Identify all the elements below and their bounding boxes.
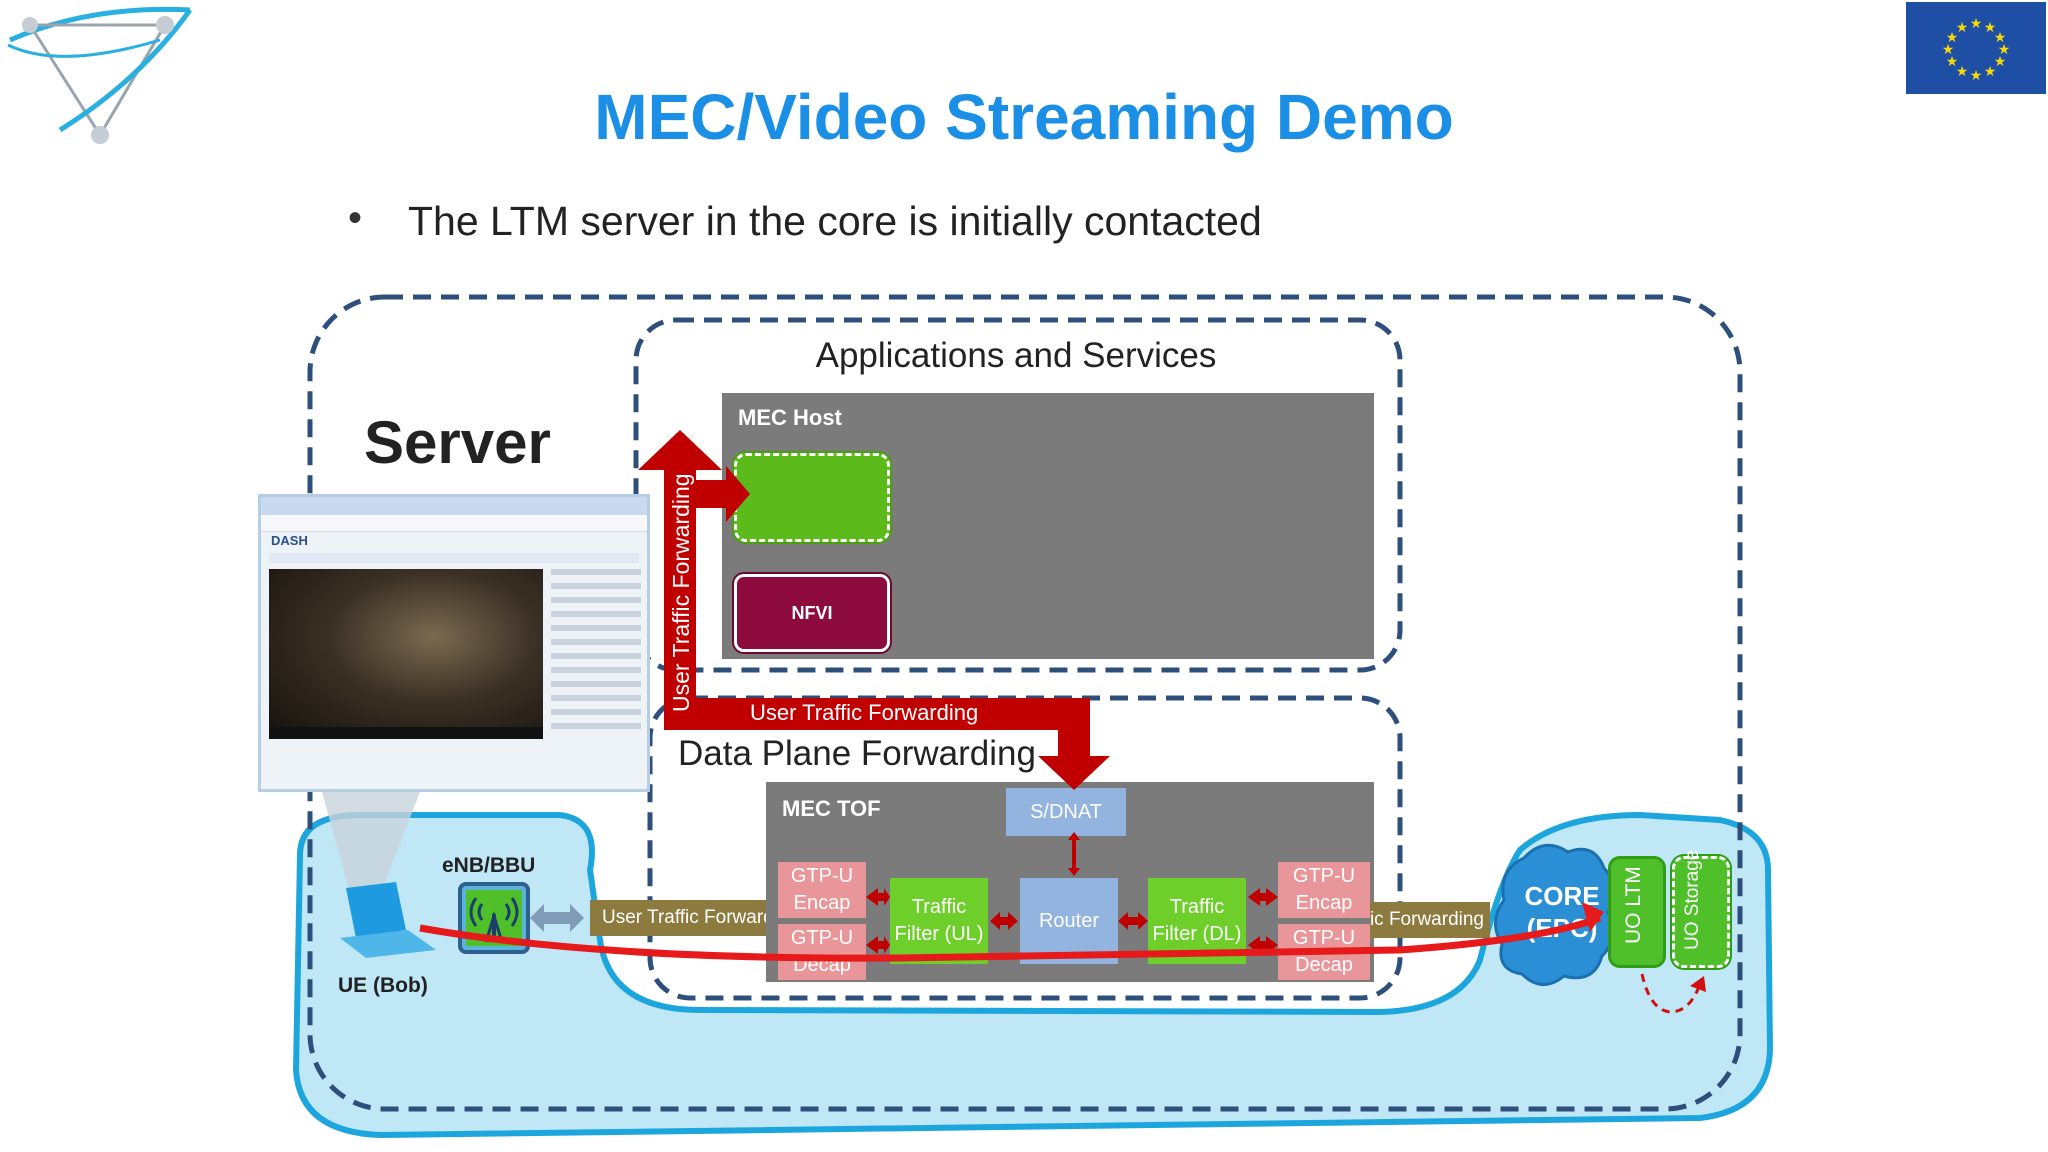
laptop-icon bbox=[340, 882, 436, 958]
mec-tof-title: MEC TOF bbox=[782, 796, 881, 821]
svg-text:★: ★ bbox=[1994, 54, 2007, 70]
cloud-icon bbox=[1494, 843, 1616, 986]
gtpu-encap-ul-box: GTP-U Encap bbox=[778, 862, 866, 918]
uo-ltm-box bbox=[1608, 856, 1666, 968]
gtpu-encap-dl-box: GTP-U Encap bbox=[1278, 862, 1370, 918]
arrow-to-app bbox=[696, 466, 750, 522]
user-traffic-right-pill: User Traffic Forwarding bbox=[1370, 902, 1490, 938]
horizontal-forwarding-label: User Traffic Forwarding bbox=[750, 700, 979, 725]
projection-beam bbox=[322, 792, 420, 900]
bullet-marker: • bbox=[348, 196, 363, 240]
traffic-filter-ul-box: Traffic Filter (UL) bbox=[890, 878, 988, 964]
horizontal-forwarding-bar bbox=[664, 698, 1090, 730]
project-logo-icon bbox=[7, 6, 193, 144]
mec-host-title: MEC Host bbox=[738, 405, 842, 430]
user-traffic-left-pill: User Traffic Forwarding bbox=[590, 900, 766, 936]
eu-flag-icon: ★★★ ★★★ ★★★ ★★★ bbox=[1906, 2, 2046, 94]
ltm-storage-redirect bbox=[1640, 973, 1702, 1014]
dash-logo: DASH bbox=[271, 533, 308, 548]
svg-text:★: ★ bbox=[1946, 54, 1959, 70]
ue-to-core-arrow bbox=[419, 914, 1602, 962]
sdnat-box: S/DNAT bbox=[1006, 788, 1126, 836]
router-box: Router bbox=[1020, 878, 1118, 964]
bidirectional-arrow-icon bbox=[530, 904, 584, 932]
data-plane-label: Data Plane Forwarding bbox=[678, 734, 1036, 773]
uo-storage-box bbox=[1672, 856, 1730, 968]
down-arrow-to-sdnat bbox=[1038, 730, 1110, 790]
server-label: Server bbox=[364, 409, 551, 476]
mec-application-box bbox=[734, 453, 890, 542]
bullet-text: The LTM server in the core is initially … bbox=[408, 198, 1262, 244]
data-plane-boundary bbox=[647, 695, 1403, 1001]
video-player-screenshot: DASH bbox=[258, 494, 650, 792]
nfvi-box: NFVI bbox=[734, 574, 890, 652]
apps-label: Applications and Services bbox=[815, 336, 1217, 375]
ue-label: UE (Bob) bbox=[338, 974, 428, 997]
svg-text:★: ★ bbox=[1994, 30, 2007, 46]
svg-text:★: ★ bbox=[1998, 42, 2011, 58]
video-frame bbox=[269, 569, 543, 739]
vertical-forwarding-arrow bbox=[638, 430, 722, 730]
svg-text:★: ★ bbox=[1984, 64, 1997, 80]
svg-text:★: ★ bbox=[1942, 42, 1955, 58]
video-controls bbox=[269, 727, 543, 739]
enb-label: eNB/BBU bbox=[442, 854, 536, 877]
svg-text:★: ★ bbox=[1970, 68, 1983, 84]
gtpu-decap-ul-box: GTP-U Decap bbox=[778, 924, 866, 980]
svg-text:★: ★ bbox=[1956, 64, 1969, 80]
svg-text:★: ★ bbox=[1956, 20, 1969, 36]
ltm-storage-redirect-head bbox=[1690, 976, 1706, 992]
svg-text:★: ★ bbox=[1946, 30, 1959, 46]
page-title: MEC/Video Streaming Demo bbox=[594, 81, 1454, 153]
svg-text:★: ★ bbox=[1970, 16, 1983, 32]
svg-text:★: ★ bbox=[1984, 20, 1997, 36]
ue-to-core-arrowhead bbox=[1582, 902, 1604, 932]
